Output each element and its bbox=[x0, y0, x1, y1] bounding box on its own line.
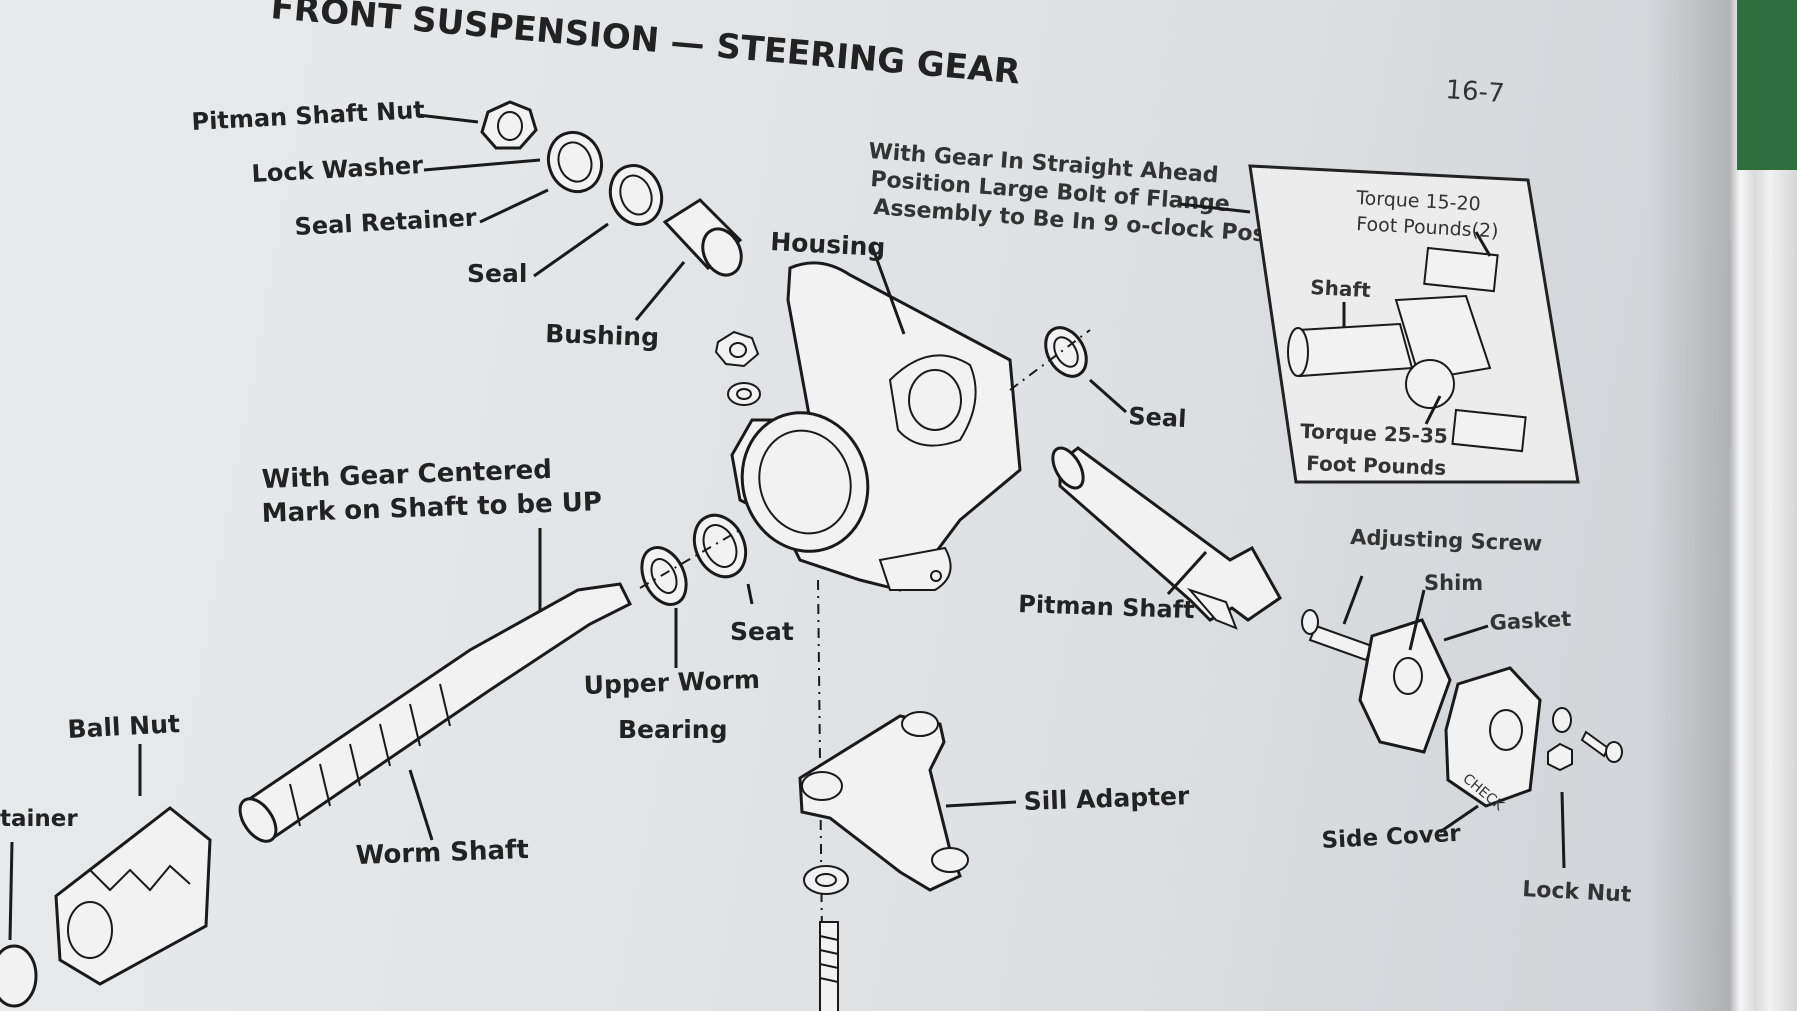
label-lock-nut: Lock Nut bbox=[1522, 877, 1633, 908]
axis-seal-right bbox=[1009, 329, 1091, 391]
adjusting-screw-part bbox=[1301, 609, 1374, 662]
torque-inset-box bbox=[1248, 164, 1580, 484]
label-gasket: Gasket bbox=[1489, 607, 1572, 635]
leader-pitman-shaft-nut bbox=[417, 113, 479, 124]
label-shim: Shim bbox=[1424, 571, 1483, 595]
label-sill-adapter: Sill Adapter bbox=[1023, 781, 1190, 816]
leader-seal-top bbox=[533, 222, 609, 278]
lock-nut-part bbox=[1547, 707, 1623, 772]
label-ball-nut: Ball Nut bbox=[67, 709, 181, 744]
inset-shaft-label: Shaft bbox=[1310, 275, 1372, 302]
label-seat: Seat bbox=[730, 617, 794, 646]
axis-worm bbox=[639, 529, 741, 589]
label-pitman-shaft: Pitman Shaft bbox=[1018, 590, 1195, 624]
label-seal-right: Seal bbox=[1128, 402, 1187, 433]
retainer-part bbox=[0, 944, 38, 1008]
centered-note-line-1: With Gear Centered bbox=[261, 455, 552, 495]
label-seal-retainer: Seal Retainer bbox=[294, 203, 478, 241]
label-lock-washer: Lock Washer bbox=[251, 151, 424, 188]
label-pitman-shaft-nut: Pitman Shaft Nut bbox=[191, 96, 426, 136]
label-upper-worm-line-2: Bearing bbox=[618, 715, 727, 744]
leader-adjusting-screw bbox=[1342, 575, 1364, 625]
label-upper-worm-line-1: Upper Worm bbox=[583, 665, 760, 700]
leader-seat bbox=[746, 583, 754, 605]
leader-housing bbox=[870, 245, 906, 335]
pitman-shaft-part bbox=[1051, 446, 1282, 630]
label-housing: Housing bbox=[770, 227, 886, 262]
pitman-shaft-nut-part bbox=[480, 100, 538, 150]
ball-nut-part bbox=[54, 806, 212, 986]
leader-sill-adapter bbox=[945, 800, 1017, 808]
housing-part bbox=[730, 261, 1022, 592]
seal-retainer-part bbox=[608, 164, 664, 226]
background-cloth bbox=[1737, 0, 1797, 170]
lock-washer-part bbox=[547, 130, 603, 194]
label-bushing: Bushing bbox=[545, 319, 660, 352]
leader-worm-shaft bbox=[408, 769, 434, 841]
upper-worm-bearing-part bbox=[640, 546, 688, 606]
sill-bolt-part bbox=[819, 921, 839, 1011]
gasket-part bbox=[1358, 618, 1452, 754]
housing-nut-part bbox=[714, 330, 760, 368]
inset-torque-bottom-line-1: Torque 25-35 bbox=[1300, 419, 1448, 448]
label-retainer-partial: tainer bbox=[0, 806, 78, 832]
leader-shim bbox=[1408, 589, 1426, 651]
label-worm-shaft: Worm Shaft bbox=[355, 835, 529, 871]
leader-lock-washer bbox=[423, 158, 541, 172]
sill-washer-part bbox=[803, 865, 849, 895]
label-side-cover: Side Cover bbox=[1321, 821, 1462, 854]
leader-side-cover bbox=[1439, 804, 1479, 834]
leader-seal-retainer bbox=[479, 188, 549, 224]
inset-torque-bottom-line-2: Foot Pounds bbox=[1306, 451, 1447, 480]
sill-adapter-part bbox=[798, 711, 969, 892]
page-number: 16-7 bbox=[1445, 75, 1506, 109]
leader-lock-nut bbox=[1560, 791, 1566, 869]
seal-right-part bbox=[1044, 326, 1088, 378]
leader-gasket bbox=[1443, 624, 1489, 642]
seat-part bbox=[692, 513, 748, 579]
bushing-part bbox=[662, 198, 743, 277]
section-title: FRONT SUSPENSION — STEERING GEAR bbox=[269, 0, 1022, 93]
leader-seal-right bbox=[1089, 378, 1127, 414]
label-seal-top: Seal bbox=[467, 259, 527, 288]
leader-flange-note bbox=[1179, 202, 1251, 214]
label-adjusting-screw: Adjusting Screw bbox=[1350, 525, 1543, 556]
leader-retainer bbox=[8, 841, 14, 941]
housing-washer-part bbox=[727, 382, 761, 406]
centered-note-line-2: Mark on Shaft to be UP bbox=[261, 487, 602, 529]
leader-bushing bbox=[634, 261, 686, 321]
leader-pitman-shaft bbox=[1166, 550, 1208, 596]
worm-shaft-part bbox=[238, 582, 633, 843]
side-cover-part: CHECK bbox=[1444, 666, 1542, 815]
